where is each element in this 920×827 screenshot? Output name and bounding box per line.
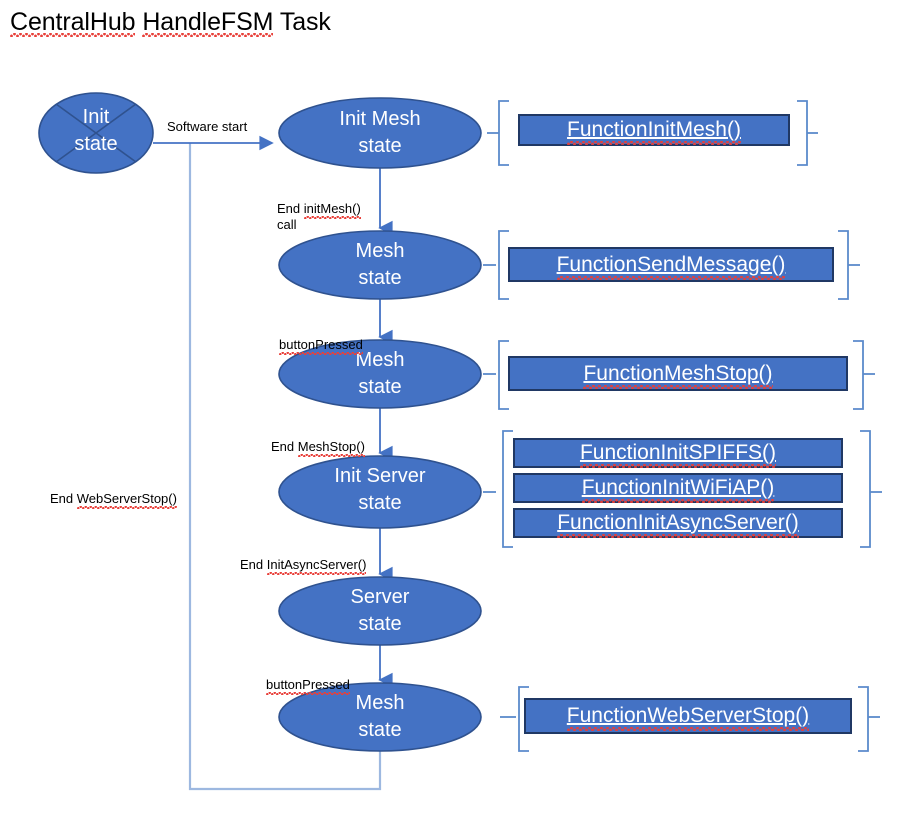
edge-text-fn: initMesh() (303, 201, 361, 219)
function-box-mesh-stop[interactable]: FunctionMeshStop() (508, 356, 848, 391)
bracket-left (498, 100, 509, 166)
function-label: FunctionInitMesh() (567, 118, 741, 145)
bracket-left (502, 430, 513, 548)
bracket-right (858, 686, 869, 752)
function-box-init-mesh[interactable]: FunctionInitMesh() (518, 114, 790, 146)
state-init-mesh-state[interactable] (278, 97, 482, 169)
bracket-right (853, 340, 864, 410)
state-init-server-state[interactable] (278, 455, 482, 529)
bracket-group-web-server-stop (500, 686, 880, 752)
function-box-web-server-stop[interactable]: FunctionWebServerStop() (524, 698, 852, 734)
edge-label-software-start: Software start (167, 119, 248, 134)
bracket-group-init-server (483, 430, 882, 548)
edge-text-call: call (277, 217, 297, 232)
function-box-init-spiffs[interactable]: FunctionInitSPIFFS() (513, 438, 843, 468)
bracket-right (838, 230, 849, 300)
bracket-group-send-message (483, 230, 860, 300)
edge-label-button-pressed-1: buttonPressed (279, 337, 363, 355)
page-title: CentralHub HandleFSM Task (10, 6, 331, 38)
edge-label-end-init-async-server: End InitAsyncServer() (240, 557, 367, 575)
bracket-right (860, 430, 871, 548)
state-mesh-state-3[interactable] (278, 682, 482, 752)
function-label: FunctionSendMessage() (556, 252, 786, 280)
bracket-group-init-mesh (487, 100, 818, 166)
bracket-group-mesh-stop (483, 340, 875, 410)
state-init-state[interactable] (38, 92, 154, 174)
function-label: FunctionWebServerStop() (566, 704, 810, 731)
state-mesh-state-1[interactable] (278, 230, 482, 300)
page-title-word-3: Task (273, 8, 331, 36)
edge-label-end-mesh-stop: End MeshStop() (271, 439, 366, 457)
function-label: FunctionInitSPIFFS() (579, 441, 777, 468)
feedback-loop-connector (188, 143, 382, 791)
function-label: FunctionMeshStop() (583, 361, 773, 389)
function-box-init-wifi-ap[interactable]: FunctionInitWiFiAP() (513, 473, 843, 503)
edge-label-button-pressed-2: buttonPressed (266, 677, 350, 695)
bracket-left (498, 340, 509, 410)
edge-label-end-init-mesh-call: End initMesh() call (277, 185, 361, 233)
bracket-left (498, 230, 509, 300)
state-server-state[interactable] (278, 576, 482, 646)
state-mesh-state-2[interactable] (278, 339, 482, 409)
function-label: FunctionInitAsyncServer() (557, 511, 799, 538)
function-box-send-message[interactable]: FunctionSendMessage() (508, 247, 834, 282)
cross-out-line-b (55, 103, 137, 163)
edge-label-end-web-server-stop: End WebServerStop() (50, 491, 178, 509)
function-box-init-async-server[interactable]: FunctionInitAsyncServer() (513, 508, 843, 538)
bracket-left (518, 686, 529, 752)
bracket-right (797, 100, 808, 166)
function-label: FunctionInitWiFiAP() (581, 476, 775, 503)
page-title-word-2: HandleFSM (142, 8, 274, 37)
page-title-word-1: CentralHub (10, 8, 136, 37)
edge-text-end: End (277, 201, 304, 216)
